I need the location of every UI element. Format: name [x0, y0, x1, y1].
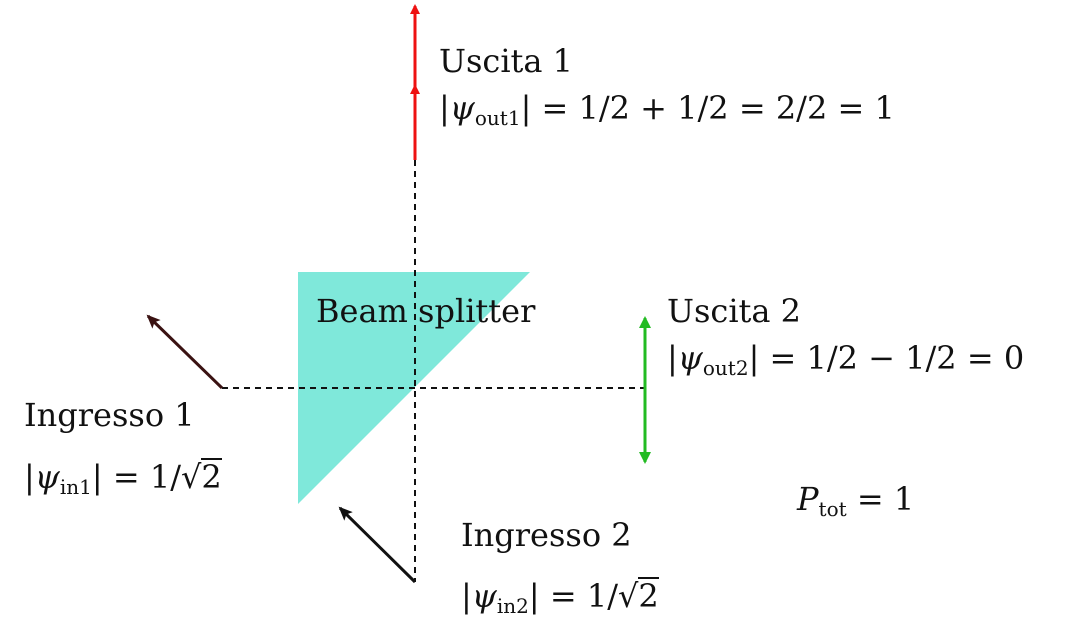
total-probability: Ptot = 1 [797, 483, 914, 519]
output2-equation: |ψout2| = 1/2 − 1/2 = 0 [667, 339, 1025, 380]
output2-symbol: ψ [677, 339, 703, 377]
output2-title: Uscita 2 [667, 292, 802, 330]
input1-radicand: 2 [201, 458, 222, 496]
input2-subscript: in2 [496, 594, 529, 618]
input1-symbol: ψ [34, 458, 60, 496]
input2-arrow [338, 506, 417, 584]
output1-equation: |ψout1| = 1/2 + 1/2 = 2/2 = 1 [439, 89, 895, 130]
input1-rhs-prefix: = 1/ [102, 458, 181, 496]
ptot-subscript: tot [818, 497, 847, 521]
input2-symbol: ψ [471, 577, 497, 615]
input1-equation: |ψin1| = 1/√2 [24, 458, 222, 499]
output1-rhs: = 1/2 + 1/2 = 2/2 = 1 [531, 89, 895, 127]
input1-subscript: in1 [59, 475, 92, 499]
output1-symbol: ψ [449, 89, 475, 127]
ptot-rhs: = 1 [846, 480, 915, 518]
sqrt-icon: √ [617, 577, 639, 615]
input2-rhs-prefix: = 1/ [539, 577, 618, 615]
input1-title: Ingresso 1 [24, 396, 195, 434]
output2-subscript: out2 [702, 356, 749, 380]
input2-title: Ingresso 2 [461, 516, 632, 554]
input1-arrow [146, 314, 224, 390]
output1-subscript: out1 [474, 106, 521, 130]
input2-radicand: 2 [638, 577, 659, 615]
input2-equation: |ψin2| = 1/√2 [461, 577, 659, 618]
output2-rhs: = 1/2 − 1/2 = 0 [759, 339, 1025, 377]
ptot-symbol: P [797, 480, 819, 518]
sqrt-icon: √ [180, 458, 202, 496]
output1-title: Uscita 1 [439, 42, 574, 80]
splitter-title: Beam splitter [316, 292, 536, 330]
